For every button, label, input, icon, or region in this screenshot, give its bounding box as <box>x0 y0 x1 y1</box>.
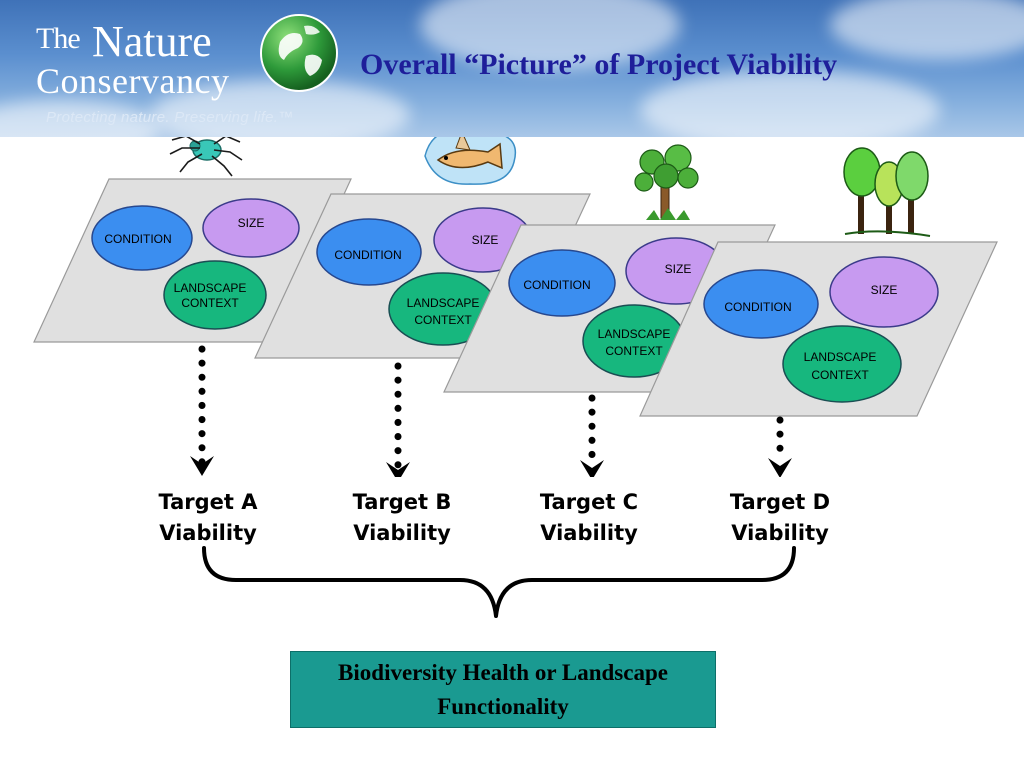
result-line1: Biodiversity Health or Landscape <box>338 659 668 685</box>
condition-label: CONDITION <box>334 248 401 262</box>
landscape-label-line1: LANDSCAPE <box>174 281 247 295</box>
curly-brace <box>202 546 796 618</box>
landscape-label-line1: LANDSCAPE <box>407 296 480 310</box>
landscape-label-line2: CONTEXT <box>811 368 869 382</box>
result-line2: Functionality <box>437 693 569 719</box>
landscape-label-line1: LANDSCAPE <box>804 350 877 364</box>
landscape-label-line2: CONTEXT <box>181 296 239 310</box>
spider-icon <box>169 137 243 177</box>
landscape-label-line1: LANDSCAPE <box>598 327 671 341</box>
condition-label: CONDITION <box>724 300 791 314</box>
landscape-label-line2: CONTEXT <box>414 313 472 327</box>
target-a-line1: Target A <box>158 490 258 514</box>
size-label: SIZE <box>472 233 499 247</box>
dotted-arrow-d <box>768 416 792 477</box>
size-ellipse <box>829 256 939 328</box>
target-d-label: Target D Viability <box>695 487 865 549</box>
target-a-line2: Viability <box>159 521 257 545</box>
condition-ellipse <box>316 218 422 286</box>
forest-icon <box>843 147 931 237</box>
condition-label: CONDITION <box>523 278 590 292</box>
viability-diagram: SIZE CONDITION LANDSCAPE CONTEXT SIZE CO… <box>33 137 998 477</box>
target-d-line2: Viability <box>731 521 829 545</box>
landscape-context-ellipse <box>782 325 902 403</box>
dotted-arrow-a <box>190 345 214 476</box>
tree-icon <box>634 144 699 220</box>
result-text: Biodiversity Health or Landscape Functio… <box>338 656 668 724</box>
target-b-label: Target B Viability <box>317 487 487 549</box>
logo-text-conservancy: Conservancy <box>36 61 230 101</box>
size-label: SIZE <box>871 283 898 297</box>
condition-ellipse <box>91 205 193 271</box>
fish-icon <box>424 137 517 185</box>
target-a-label: Target A Viability <box>123 487 293 549</box>
landscape-context-ellipse <box>163 260 267 330</box>
target-b-line1: Target B <box>352 490 452 514</box>
logo-tagline: Protecting nature. Preserving life.™ <box>46 109 294 126</box>
dotted-arrow-b <box>386 362 410 477</box>
dotted-arrow-c <box>580 394 604 477</box>
size-label: SIZE <box>238 216 265 230</box>
size-label: SIZE <box>665 262 692 276</box>
viability-plane-d: SIZE CONDITION LANDSCAPE CONTEXT <box>639 241 998 417</box>
landscape-label-line2: CONTEXT <box>605 344 663 358</box>
logo-text-the: The <box>36 22 81 55</box>
target-d-line1: Target D <box>729 490 831 514</box>
target-b-line2: Viability <box>353 521 451 545</box>
page-title: Overall “Picture” of Project Viability <box>360 48 838 81</box>
target-c-line1: Target C <box>539 490 639 514</box>
target-c-line2: Viability <box>540 521 638 545</box>
target-c-label: Target C Viability <box>504 487 674 549</box>
header-banner: The Nature Conservancy Protecting nature… <box>0 0 1024 137</box>
size-ellipse <box>202 198 300 258</box>
logo-text-nature: Nature <box>92 17 212 66</box>
condition-ellipse <box>703 269 819 339</box>
condition-ellipse <box>508 249 616 317</box>
condition-label: CONDITION <box>104 232 171 246</box>
result-box: Biodiversity Health or Landscape Functio… <box>290 651 716 728</box>
globe-logo-icon <box>260 14 338 92</box>
